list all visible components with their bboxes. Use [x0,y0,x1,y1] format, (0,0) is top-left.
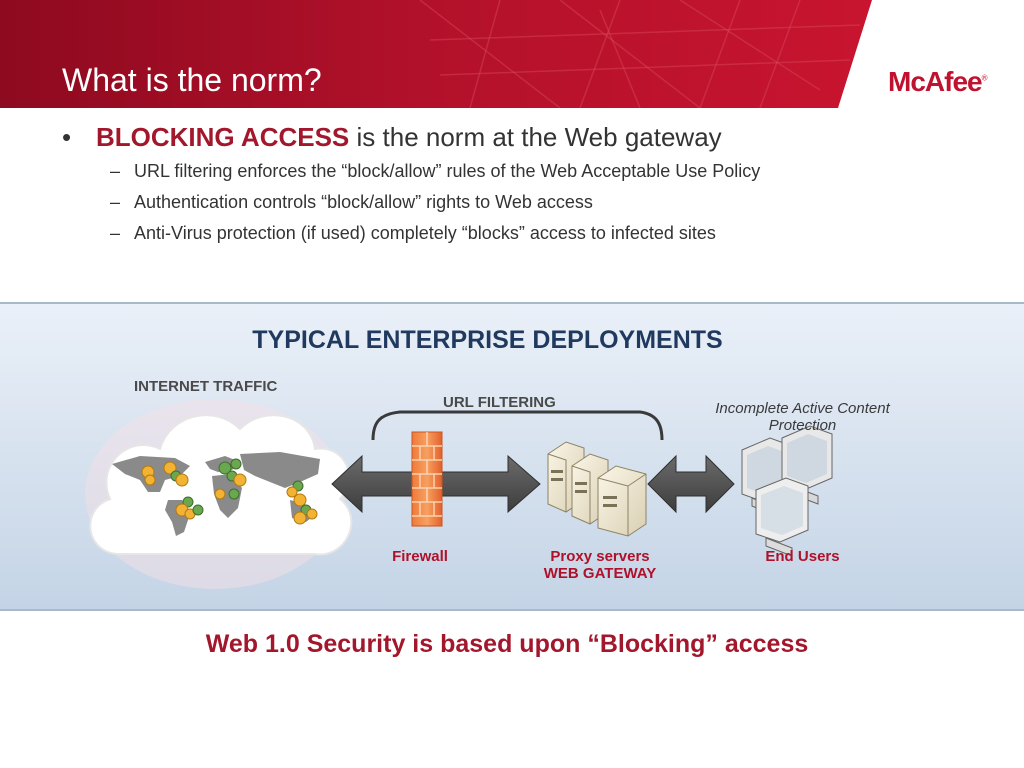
header-band [0,0,872,108]
slide-header: What is the norm? McAfee® [0,0,1024,108]
registered-mark: ® [981,73,988,83]
incomplete-protection-label: Incomplete Active Content Protection [715,400,890,434]
sub-bullet: – URL filtering enforces the “block/allo… [110,161,962,182]
blocking-access-emphasis: BLOCKING ACCESS [96,122,350,152]
deployment-diagram-panel: TYPICAL ENTERPRISE DEPLOYMENTS [0,302,1024,611]
sub-bullet-text: Anti-Virus protection (if used) complete… [134,223,716,243]
sub-bullet-text: URL filtering enforces the “block/allow”… [134,161,761,181]
sub-bullet-text: Authentication controls “block/allow” ri… [134,192,593,212]
sub-bullet-dash: – [110,192,121,212]
sub-bullet: – Authentication controls “block/allow” … [110,192,962,213]
logo-text: McAfee [888,66,983,97]
main-bullet: • BLOCKING ACCESS is the norm at the Web… [62,122,962,153]
bullet-list: • BLOCKING ACCESS is the norm at the Web… [62,122,962,244]
sub-bullet-dash: – [110,223,121,243]
location-pins [141,458,318,525]
server-icon [597,465,647,537]
end-users-label: End Users [765,548,840,565]
firewall-label: Firewall [392,548,448,565]
firewall-icon [411,431,443,527]
proxy-label-line1: Proxy servers [550,548,650,565]
internet-traffic-label: INTERNET TRAFFIC [134,378,278,395]
proxy-servers-label: Proxy servers WEB GATEWAY [520,548,680,582]
diagram-title: TYPICAL ENTERPRISE DEPLOYMENTS [252,326,723,354]
url-filtering-label: URL FILTERING [443,394,556,411]
conclusion-text: Web 1.0 Security is based upon “Blocking… [205,630,809,658]
sub-bullet-dash: – [110,161,121,181]
diagram-graphics [85,399,833,589]
slide-title: What is the norm? [62,62,322,98]
double-arrow-icon [647,454,735,514]
monitor-icon [755,477,809,557]
mcafee-logo: McAfee® [888,66,987,98]
main-bullet-text: is the norm at the Web gateway [349,122,722,152]
proxy-label-line2: WEB GATEWAY [543,565,657,582]
sub-bullet: – Anti-Virus protection (if used) comple… [110,223,962,244]
url-filtering-bracket [371,410,664,441]
bullet-dot: • [62,122,72,152]
